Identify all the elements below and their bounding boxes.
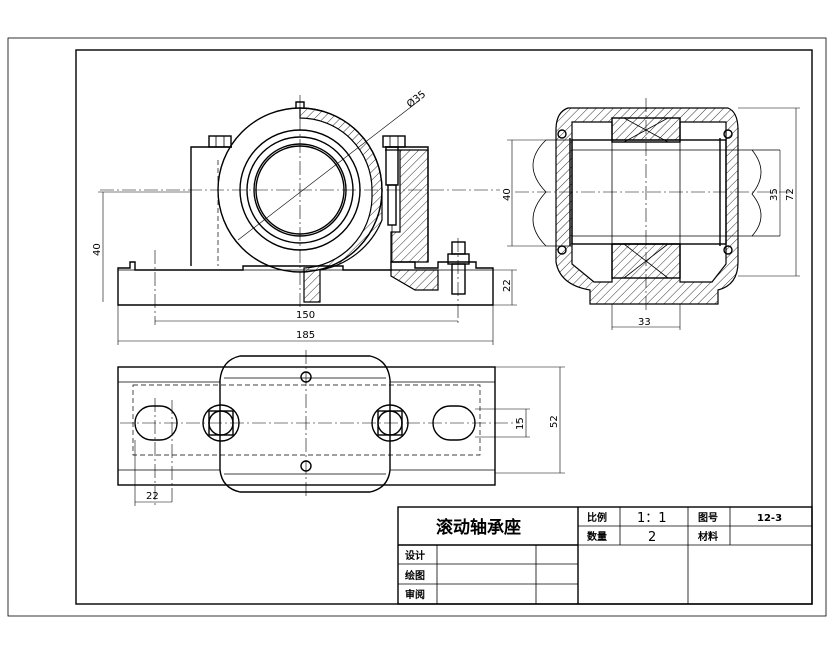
dim-width185: 185 xyxy=(296,330,315,341)
scale-label: 比例 xyxy=(587,511,607,524)
review-label: 审阅 xyxy=(405,588,425,601)
top-housing xyxy=(219,355,391,493)
design-label: 设计 xyxy=(405,549,425,562)
quantity-label: 数量 xyxy=(587,530,607,543)
front-housing-left xyxy=(190,146,232,266)
front-bolt-head-right xyxy=(382,135,406,148)
front-foot-bolt xyxy=(451,241,466,255)
dim-width15: 15 xyxy=(515,417,526,430)
quantity-value: 2 xyxy=(648,530,656,545)
dim-width52: 52 xyxy=(549,415,560,428)
scale-value: 1：1 xyxy=(637,511,667,526)
front-bolt-right xyxy=(385,146,399,186)
dim-dia35-side: 35 xyxy=(769,188,780,201)
dim-width33: 33 xyxy=(638,317,651,328)
front-view: Ø35 40 22 150 185 xyxy=(92,88,517,345)
side-housing-hatch xyxy=(555,107,739,305)
dim-width22-top: 22 xyxy=(146,491,159,502)
drawing-no-label: 图号 xyxy=(698,512,718,524)
title-text: 滚动轴承座 xyxy=(436,517,521,538)
outer-border xyxy=(7,37,827,617)
dim-width150: 150 xyxy=(296,310,315,321)
side-view: 40 35 72 33 xyxy=(502,98,800,330)
front-bolt-head-left xyxy=(208,135,232,148)
drafting-label: 绘图 xyxy=(405,569,425,582)
top-view: 52 15 22 xyxy=(117,350,565,506)
dim-height72: 72 xyxy=(785,188,796,201)
dim-height22: 22 xyxy=(502,279,513,292)
dim-height40-front: 40 xyxy=(92,243,103,256)
title-block: 滚动轴承座 比例 1：1 数量 2 图号 12-3 材料 设计 绘图 审阅 xyxy=(397,506,813,605)
dim-dia40-side: 40 xyxy=(502,188,513,201)
top-base xyxy=(117,366,496,486)
dim-dia35: Ø35 xyxy=(404,88,428,110)
material-label: 材料 xyxy=(698,530,718,543)
drawing-no-value: 12-3 xyxy=(757,513,782,524)
